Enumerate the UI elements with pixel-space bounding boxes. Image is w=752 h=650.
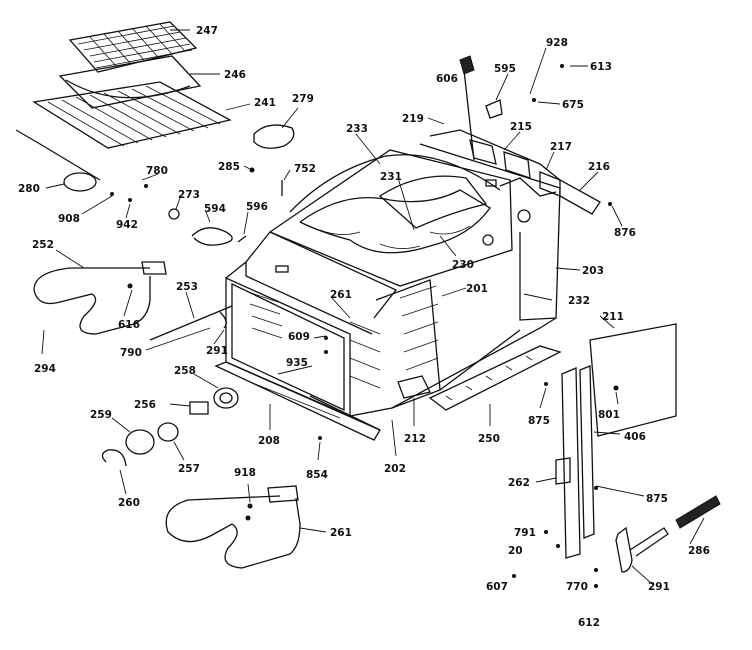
label-606: 606 <box>436 73 458 85</box>
label-285: 285 <box>218 161 240 173</box>
label-594: 594 <box>204 203 226 215</box>
label-854: 854 <box>306 469 328 481</box>
label-770: 770 <box>566 581 588 593</box>
label-256: 256 <box>134 399 156 411</box>
label-918: 918 <box>234 467 256 479</box>
label-20: 20 <box>508 545 523 557</box>
vent-cover <box>243 107 299 196</box>
label-875-low: 875 <box>646 493 668 505</box>
label-791: 791 <box>514 527 536 539</box>
label-928: 928 <box>546 37 568 49</box>
label-908: 908 <box>58 213 80 225</box>
bottom-rail <box>428 345 562 426</box>
oven-rack <box>32 81 251 149</box>
label-801: 801 <box>598 409 620 421</box>
label-612: 612 <box>578 617 600 629</box>
label-607: 607 <box>486 581 508 593</box>
label-215: 215 <box>510 121 532 133</box>
label-260: 260 <box>118 497 140 509</box>
label-780: 780 <box>146 165 168 177</box>
label-752: 752 <box>294 163 316 175</box>
door-side-channel <box>535 365 645 559</box>
broil-element <box>165 483 327 569</box>
bake-element <box>33 249 167 355</box>
label-609: 609 <box>288 331 310 343</box>
label-261-low: 261 <box>330 527 352 539</box>
wiring-harness <box>168 197 249 246</box>
label-203: 203 <box>582 265 604 277</box>
label-261-top: 261 <box>330 289 352 301</box>
door-latch <box>615 495 721 585</box>
label-212: 212 <box>404 433 426 445</box>
screws <box>318 64 612 588</box>
label-259: 259 <box>90 409 112 421</box>
label-258: 258 <box>174 365 196 377</box>
label-246: 246 <box>224 69 246 81</box>
rear-panel <box>589 323 677 437</box>
temperature-sensor <box>15 129 159 219</box>
label-253: 253 <box>176 281 198 293</box>
label-942: 942 <box>116 219 138 231</box>
label-202: 202 <box>384 463 406 475</box>
control-shaft <box>427 47 588 161</box>
label-406: 406 <box>624 431 646 443</box>
label-279: 279 <box>292 93 314 105</box>
label-208: 208 <box>258 435 280 447</box>
label-211: 211 <box>602 311 624 323</box>
igniter-rod <box>145 291 233 351</box>
label-201: 201 <box>466 283 488 295</box>
label-232: 232 <box>568 295 590 307</box>
front-trim <box>214 361 381 441</box>
label-241: 241 <box>254 97 276 109</box>
label-250: 250 <box>478 433 500 445</box>
label-675-top: 675 <box>562 99 584 111</box>
label-291-right: 291 <box>648 581 670 593</box>
label-294: 294 <box>34 363 56 375</box>
label-231: 231 <box>380 171 402 183</box>
hinge-bracket <box>397 375 431 426</box>
label-233: 233 <box>346 123 368 135</box>
label-257: 257 <box>178 463 200 475</box>
label-935: 935 <box>286 357 308 369</box>
part-labels: 247 246 241 279 606 595 928 613 675 219 … <box>18 25 710 629</box>
label-262: 262 <box>508 477 530 489</box>
oven-lamp <box>101 373 239 495</box>
broiler-pan-tray <box>58 55 220 109</box>
label-291-left: 291 <box>206 345 228 357</box>
lead-854 <box>317 441 321 461</box>
label-595: 595 <box>494 63 516 75</box>
label-216: 216 <box>588 161 610 173</box>
label-616: 616 <box>118 319 140 331</box>
label-280: 280 <box>18 183 40 195</box>
label-790: 790 <box>120 347 142 359</box>
label-252: 252 <box>32 239 54 251</box>
label-875-mid: 875 <box>528 415 550 427</box>
label-273: 273 <box>178 189 200 201</box>
leader-lines <box>269 131 623 430</box>
label-613: 613 <box>590 61 612 73</box>
label-876: 876 <box>614 227 636 239</box>
label-596: 596 <box>246 201 268 213</box>
lead-202 <box>391 419 397 457</box>
label-230: 230 <box>452 259 474 271</box>
broiler-pan-grid <box>68 21 198 73</box>
label-286: 286 <box>688 545 710 557</box>
label-219: 219 <box>402 113 424 125</box>
label-247: 247 <box>196 25 218 37</box>
label-217: 217 <box>550 141 572 153</box>
